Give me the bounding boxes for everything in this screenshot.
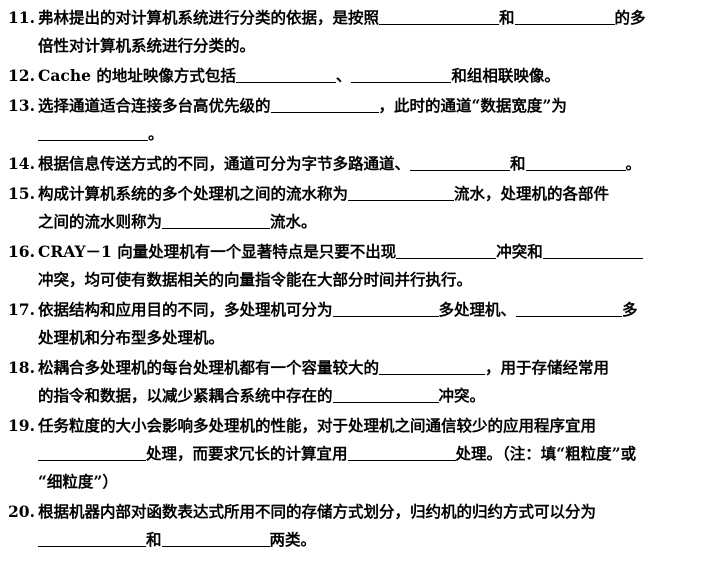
question-20: 20. 根据机器内部对函数表达式所用不同的存储方式划分，归约机的归约方式可以分为… <box>8 498 681 554</box>
answer-blank[interactable] <box>516 298 623 317</box>
question-11: 11. 弗林提出的对计算机系统进行分类的依据，是按照 和 的多 倍性对计算机系统进行… <box>8 4 681 60</box>
question-number: 17. <box>8 300 35 319</box>
question-14: 14. 根据信息传送方式的不同，通道可分为字节多路通道、 和 。 <box>8 150 681 178</box>
question-text: CRAY－1 向量处理机有一个显著特点是只要不出现 冲突和 冲突，均可使有数据相关… <box>38 238 681 294</box>
question-text: Cache 的地址映像方式包括 、 和组相联映像。 <box>38 62 681 90</box>
answer-blank[interactable] <box>270 94 379 113</box>
question-text-part: 选择通道适合连接多台高优先级的 <box>38 96 271 115</box>
question-text-part: 任务粒度的大小会影响多处理机的性能，对于处理机之间通信较少的应用程序宜用 <box>38 416 597 435</box>
answer-blank[interactable] <box>235 64 336 83</box>
question-text-part: 依据结构和应用目的不同，多处理机可分为 <box>38 300 333 319</box>
question-17: 17. 依据结构和应用目的不同，多处理机可分为 多处理机、 多 处理机和分布型多处理… <box>8 296 681 352</box>
question-text: 选择通道适合连接多台高优先级的 ，此时的通道“数据宽度”为 。 <box>38 92 681 148</box>
question-16: 16. CRAY－1 向量处理机有一个显著特点是只要不出现 冲突和 冲突，均可使有… <box>8 238 681 294</box>
answer-blank[interactable] <box>351 64 452 83</box>
question-number: 12. <box>8 66 35 85</box>
answer-blank[interactable] <box>332 298 439 317</box>
answer-blank[interactable] <box>396 240 497 259</box>
question-text-part: 的指令和数据，以减少紧耦合系统中存在的 <box>38 386 333 405</box>
question-number: 19. <box>8 416 35 435</box>
question-text-part: 根据信息传送方式的不同，通道可分为字节多路通道、 <box>38 154 411 173</box>
question-text-part: CRAY－1 向量处理机有一个显著特点是只要不出现 <box>38 242 397 261</box>
question-text-part: Cache 的地址映像方式包括 <box>38 66 236 85</box>
answer-blank[interactable] <box>162 210 271 229</box>
answer-blank[interactable] <box>161 528 270 547</box>
question-text-part: “细粒度”） <box>38 472 118 491</box>
question-text-part: 。 <box>625 154 642 173</box>
question-text-part: 和 <box>510 154 526 173</box>
answer-blank[interactable] <box>347 442 456 461</box>
question-13: 13. 选择通道适合连接多台高优先级的 ，此时的通道“数据宽度”为 。 <box>8 92 681 148</box>
answer-blank[interactable] <box>348 182 455 201</box>
question-text: 弗林提出的对计算机系统进行分类的依据，是按照 和 的多 倍性对计算机系统进行分类的。 <box>38 4 681 60</box>
question-text-part: 根据机器内部对函数表达式所用不同的存储方式划分，归约机的归约方式可以分为 <box>38 502 597 521</box>
question-text: 任务粒度的大小会影响多处理机的性能，对于处理机之间通信较少的应用程序宜用 处理，… <box>38 412 681 496</box>
question-number: 11. <box>8 8 35 27</box>
question-number: 20. <box>8 502 35 521</box>
question-text-part: 两类。 <box>269 530 317 549</box>
question-18: 18. 松耦合多处理机的每台处理机都有一个容量较大的 ，用于存储经常用 的指令和数… <box>8 354 681 410</box>
answer-blank[interactable] <box>38 122 148 141</box>
question-text-part: 之间的流水则称为 <box>38 212 163 231</box>
question-text-part: 处理，而要求冗长的计算宜用 <box>146 444 348 463</box>
question-text-part: ，此时的通道“数据宽度”为 <box>378 96 567 115</box>
question-text-part: 流水，处理机的各部件 <box>454 184 610 203</box>
question-text: 构成计算机系统的多个处理机之间的流水称为 流水，处理机的各部件 之间的流水则称为 流… <box>38 180 681 236</box>
question-text-part: 多 <box>622 300 638 319</box>
answer-blank[interactable] <box>542 240 643 259</box>
question-text-part: 流水。 <box>270 212 317 231</box>
question-text-part: 弗林提出的对计算机系统进行分类的依据，是按照 <box>38 8 380 27</box>
answer-blank[interactable] <box>379 356 486 375</box>
question-text-part: 冲突，均可使有数据相关的向量指令能在大部分时间并行执行。 <box>38 270 473 289</box>
question-text: 依据结构和应用目的不同，多处理机可分为 多处理机、 多 处理机和分布型多处理机。 <box>38 296 681 352</box>
question-number: 14. <box>8 154 35 173</box>
answer-blank[interactable] <box>379 6 500 25</box>
question-text-part: 、 <box>335 66 352 85</box>
question-text-part: 多处理机、 <box>438 300 517 319</box>
question-text-part: 。 <box>148 124 164 143</box>
question-text-part: 处理。（注：填“粗粒度”或 <box>455 444 637 463</box>
question-number: 16. <box>8 242 35 261</box>
question-text-part: 和 <box>499 8 515 27</box>
answer-blank[interactable] <box>38 442 146 461</box>
question-text-part: 松耦合多处理机的每台处理机都有一个容量较大的 <box>38 358 380 377</box>
question-text-part: 和组相联映像。 <box>451 66 560 85</box>
answer-blank[interactable] <box>332 384 439 403</box>
question-15: 15. 构成计算机系统的多个处理机之间的流水称为 流水，处理机的各部件 之间的流水… <box>8 180 681 236</box>
answer-blank[interactable] <box>525 152 626 171</box>
question-text: 根据机器内部对函数表达式所用不同的存储方式划分，归约机的归约方式可以分为 和 两类… <box>38 498 681 554</box>
question-text: 松耦合多处理机的每台处理机都有一个容量较大的 ，用于存储经常用 的指令和数据，以减… <box>38 354 681 410</box>
question-text-part: 的多 <box>614 8 646 27</box>
question-number: 18. <box>8 358 35 377</box>
answer-blank[interactable] <box>410 152 511 171</box>
answer-blank[interactable] <box>514 6 615 25</box>
question-text-part: 倍性对计算机系统进行分类的。 <box>38 36 256 55</box>
question-text-part: 和 <box>146 530 162 549</box>
question-number: 15. <box>8 184 35 203</box>
question-number: 13. <box>8 96 35 115</box>
question-text: 根据信息传送方式的不同，通道可分为字节多路通道、 和 。 <box>38 150 681 178</box>
question-text-part: ，用于存储经常用 <box>485 358 610 377</box>
question-text-part: 构成计算机系统的多个处理机之间的流水称为 <box>38 184 349 203</box>
answer-blank[interactable] <box>38 528 146 547</box>
question-12: 12. Cache 的地址映像方式包括 、 和组相联映像。 <box>8 62 681 90</box>
question-text-part: 冲突和 <box>496 242 543 261</box>
question-text-part: 处理机和分布型多处理机。 <box>38 328 225 347</box>
question-text-part: 冲突。 <box>438 386 486 405</box>
question-19: 19. 任务粒度的大小会影响多处理机的性能，对于处理机之间通信较少的应用程序宜用… <box>8 412 681 496</box>
